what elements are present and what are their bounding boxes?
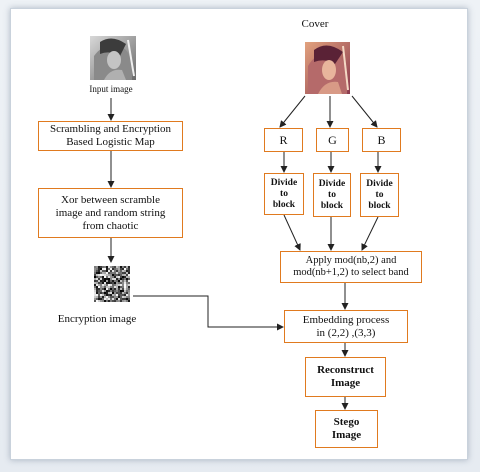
reconstruct-image-box: Reconstruct Image bbox=[305, 357, 386, 397]
cover-image-thumbnail bbox=[305, 42, 350, 94]
encryption-image-thumbnail bbox=[94, 266, 130, 302]
input-image-label: Input image bbox=[89, 84, 133, 94]
divide-block-b-box: Divide to block bbox=[360, 173, 399, 217]
arrow-divide-r-to-apply bbox=[283, 214, 301, 251]
channel-b-box: B bbox=[362, 128, 401, 152]
embedding-process-box: Embedding process in (2,2) ,(3,3) bbox=[284, 310, 408, 343]
channel-g-box: G bbox=[316, 128, 349, 152]
arrow-cover-to-r bbox=[279, 95, 306, 128]
arrow-cover-to-b bbox=[351, 95, 378, 128]
divide-block-r-box: Divide to block bbox=[264, 173, 304, 215]
scramble-encrypt-box: Scrambling and Encryption Based Logistic… bbox=[38, 121, 183, 151]
channel-r-box: R bbox=[264, 128, 303, 152]
input-image-thumbnail bbox=[90, 36, 136, 80]
xor-box: Xor between scramble image and random st… bbox=[38, 188, 183, 238]
stego-image-box: Stego Image bbox=[315, 410, 378, 448]
arrow-encryption-to-embedding bbox=[133, 295, 284, 331]
encryption-image-label: Encryption image bbox=[57, 313, 137, 325]
apply-mod-box: Apply mod(nb,2) and mod(nb+1,2) to selec… bbox=[280, 251, 422, 283]
cover-label: Cover bbox=[301, 18, 329, 30]
arrow-divide-b-to-apply bbox=[361, 216, 379, 251]
divide-block-g-box: Divide to block bbox=[313, 173, 351, 217]
